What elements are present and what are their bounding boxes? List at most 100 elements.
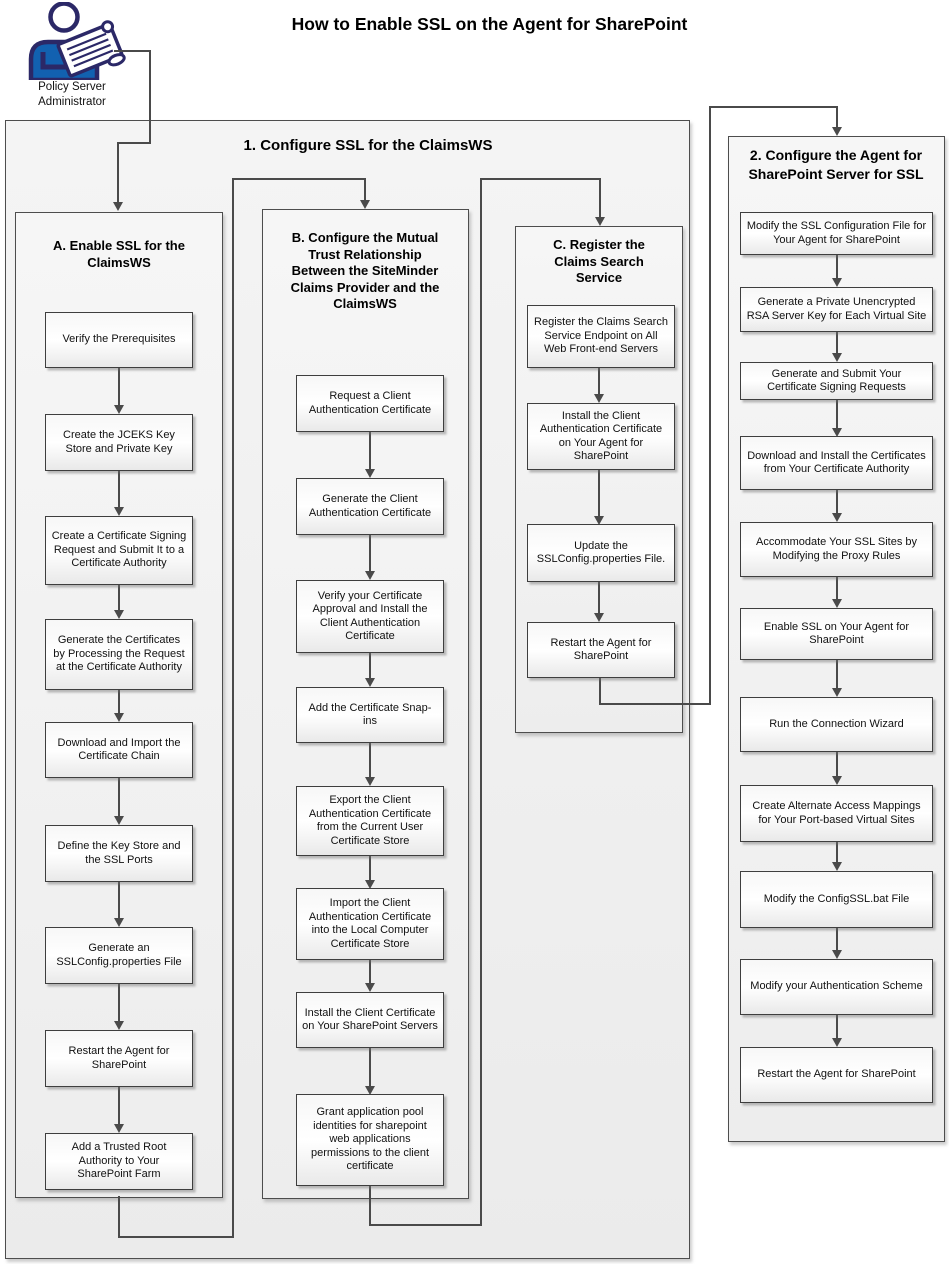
connector-segment (118, 778, 120, 816)
column-b-header: B. Configure the Mutual Trust Relationsh… (290, 230, 440, 311)
connector-segment (369, 432, 371, 469)
arrowhead (365, 777, 375, 786)
connector-segment (118, 690, 120, 713)
connector-segment (836, 842, 838, 862)
arrowhead (114, 610, 124, 619)
step-b-generate-client-cert: Generate the Client Authentication Certi… (296, 478, 444, 535)
section-1-label: 1. Configure SSL for the ClaimsWS (243, 137, 493, 154)
connector-segment (836, 490, 838, 513)
arrowhead (595, 217, 605, 226)
arrowhead (114, 816, 124, 825)
step-a-create-csr: Create a Certificate Signing Request and… (45, 516, 193, 585)
step-b-import-client-cert: Import the Client Authentication Certifi… (296, 888, 444, 960)
connector-segment (480, 178, 482, 1226)
step-2-run-connection-wizard: Run the Connection Wizard (740, 697, 933, 752)
step-a-create-jceks-key-store: Create the JCEKS Key Store and Private K… (45, 414, 193, 471)
connector-segment (709, 106, 838, 108)
connector-segment (836, 1015, 838, 1038)
arrowhead (594, 516, 604, 525)
step-c-install-client-cert: Install the Client Authentication Certif… (527, 403, 675, 470)
step-b-verify-approval-install: Verify your Certificate Approval and Ins… (296, 580, 444, 653)
arrowhead (832, 513, 842, 522)
step-2-create-aam: Create Alternate Access Mappings for You… (740, 785, 933, 842)
step-2-accommodate-ssl-sites: Accommodate Your SSL Sites by Modifying … (740, 522, 933, 577)
step-c-restart-agent: Restart the Agent for SharePoint (527, 622, 675, 678)
connector-segment (118, 882, 120, 918)
arrowhead (832, 428, 842, 437)
connector-segment (232, 178, 234, 1238)
connector-segment (117, 142, 119, 202)
arrowhead (365, 571, 375, 580)
step-a-download-import-chain: Download and Import the Certificate Chai… (45, 722, 193, 778)
connector-segment (114, 50, 151, 52)
arrowhead (832, 278, 842, 287)
arrowhead (594, 394, 604, 403)
arrowhead (365, 880, 375, 889)
column-a-header: A. Enable SSL for the ClaimsWS (53, 238, 185, 270)
arrowhead (832, 862, 842, 871)
arrowhead (365, 469, 375, 478)
connector-segment (836, 255, 838, 278)
step-2-modify-ssl-config: Modify the SSL Configuration File for Yo… (740, 212, 933, 255)
connector-segment (836, 400, 838, 428)
section-2-header: 2. Configure the Agent for SharePoint Se… (748, 147, 924, 182)
connector-segment (364, 178, 366, 202)
arrowhead (365, 983, 375, 992)
step-a-define-key-store: Define the Key Store and the SSL Ports (45, 825, 193, 882)
arrowhead (114, 507, 124, 516)
step-c-update-sslconfig: Update the SSLConfig.properties File. (527, 524, 675, 582)
connector-segment (836, 577, 838, 599)
step-a-generate-certificates: Generate the Certificates by Processing … (45, 619, 193, 690)
connector-segment (369, 1224, 482, 1226)
step-b-grant-app-pool: Grant application pool identities for sh… (296, 1094, 444, 1186)
arrowhead (360, 200, 370, 209)
connector-segment (369, 653, 371, 678)
connector-segment (598, 582, 600, 613)
column-c-header: C. Register the Claims Search Service (553, 237, 645, 285)
arrowhead (113, 202, 123, 211)
arrowhead (114, 1021, 124, 1030)
arrowhead (832, 688, 842, 697)
step-a-restart-agent: Restart the Agent for SharePoint (45, 1030, 193, 1087)
connector-segment (118, 1087, 120, 1124)
connector-segment (709, 106, 711, 705)
arrowhead (832, 353, 842, 362)
connector-segment (369, 1048, 371, 1086)
connector-segment (118, 1236, 234, 1238)
connector-segment (149, 50, 151, 144)
connector-segment (118, 1196, 120, 1238)
arrowhead (114, 713, 124, 722)
step-2-generate-rsa-key: Generate a Private Unencrypted RSA Serve… (740, 287, 933, 332)
connector-segment (118, 585, 120, 610)
arrowhead (114, 918, 124, 927)
step-2-submit-csrs: Generate and Submit Your Certificate Sig… (740, 362, 933, 400)
arrowhead (832, 127, 842, 136)
connector-segment (369, 743, 371, 777)
step-2-modify-auth-scheme: Modify your Authentication Scheme (740, 959, 933, 1015)
connector-segment (369, 1186, 371, 1226)
connector-segment (232, 178, 366, 180)
connector-segment (836, 660, 838, 688)
connector-segment (118, 984, 120, 1021)
step-b-add-snap-ins: Add the Certificate Snap-ins (296, 687, 444, 743)
connector-segment (836, 106, 838, 128)
arrowhead (114, 405, 124, 414)
arrowhead (832, 599, 842, 608)
step-b-install-client-cert: Install the Client Certificate on Your S… (296, 992, 444, 1048)
connector-segment (118, 470, 120, 507)
connector-segment (836, 752, 838, 776)
connector-segment (369, 535, 371, 571)
step-2-download-install-certs: Download and Install the Certificates fr… (740, 436, 933, 490)
arrowhead (832, 1038, 842, 1047)
step-a-verify-prerequisites: Verify the Prerequisites (45, 312, 193, 368)
connector-segment (118, 368, 120, 405)
connector-segment (369, 960, 371, 983)
connector-segment (599, 178, 601, 218)
arrowhead (365, 1086, 375, 1095)
step-2-restart-agent: Restart the Agent for SharePoint (740, 1047, 933, 1103)
connector-segment (836, 332, 838, 353)
connector-segment (117, 142, 151, 144)
step-2-enable-ssl: Enable SSL on Your Agent for SharePoint (740, 608, 933, 660)
step-a-generate-sslconfig: Generate an SSLConfig.properties File (45, 927, 193, 984)
step-b-request-client-cert: Request a Client Authentication Certific… (296, 375, 444, 432)
